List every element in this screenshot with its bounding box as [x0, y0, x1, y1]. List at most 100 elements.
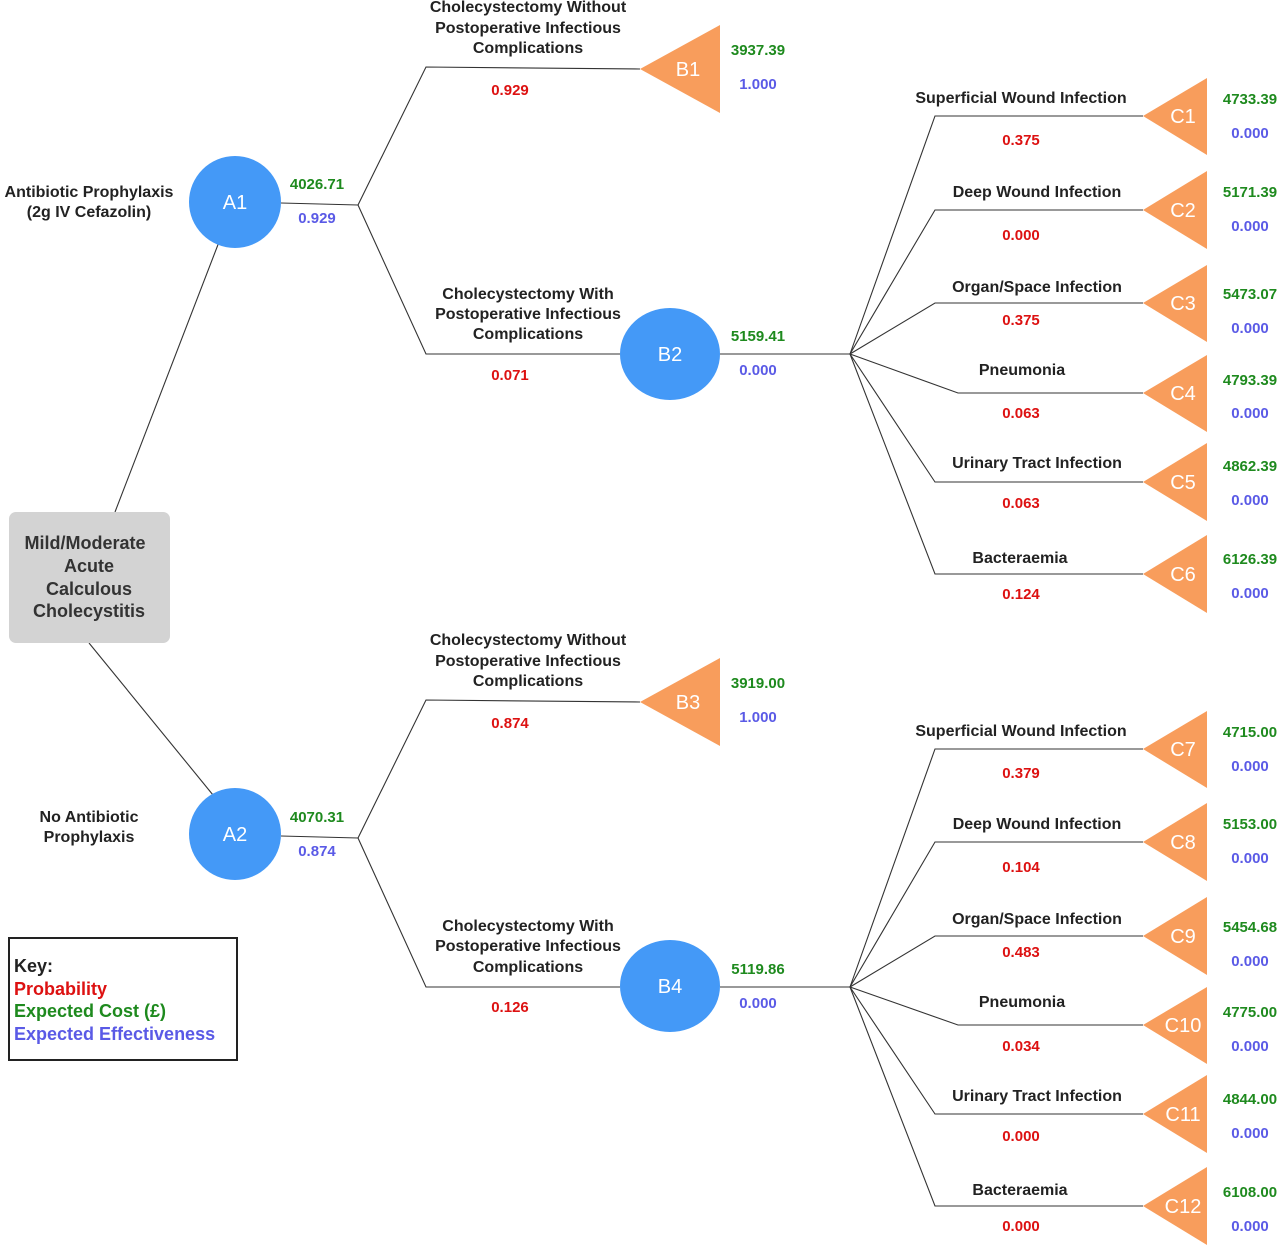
expected-cost: 4733.39 [1223, 91, 1277, 108]
probability: 0.929 [491, 82, 529, 99]
expected-cost: 5473.07 [1223, 286, 1277, 303]
tree-edge [114, 241, 220, 513]
terminal-node-b1 [640, 25, 720, 113]
tree-edge [357, 204, 620, 355]
expected-cost: 5171.39 [1223, 184, 1277, 201]
expected-effectiveness: 0.000 [1231, 320, 1269, 337]
outcome-label: Pneumonia [979, 362, 1065, 379]
probability: 0.126 [491, 999, 529, 1016]
probability: 0.000 [1002, 1128, 1040, 1145]
terminal-node-c10 [1143, 987, 1207, 1064]
tree-edge [849, 841, 1143, 988]
tree-edge [849, 935, 1143, 988]
root-node: Mild/Moderate Acute Calculous Cholecysti… [9, 512, 170, 643]
probability: 0.104 [1002, 859, 1040, 876]
tree-edges [88, 66, 1143, 1207]
node-id: B3 [676, 692, 700, 714]
probability: 0.483 [1002, 944, 1040, 961]
probability: 0.375 [1002, 312, 1040, 329]
node-id: C6 [1170, 564, 1196, 586]
tree-edge [280, 835, 359, 839]
strategy-label-line: No Antibiotic [40, 809, 139, 826]
branch-label-line: Cholecystectomy Without [430, 0, 627, 16]
tree-edge [849, 353, 1143, 483]
node-id: A2 [223, 824, 247, 846]
node-id: B1 [676, 59, 700, 81]
expected-effectiveness: 1.000 [739, 76, 777, 93]
tree-edge [849, 115, 1143, 355]
probability: 0.063 [1002, 405, 1040, 422]
expected-cost: 3937.39 [731, 42, 785, 59]
node-id: C1 [1170, 106, 1196, 128]
expected-cost: 4844.00 [1223, 1091, 1277, 1108]
tree-edge [357, 837, 620, 988]
outcome-label: Deep Wound Infection [953, 184, 1122, 201]
expected-effectiveness: 0.000 [1231, 125, 1269, 142]
expected-effectiveness: 0.000 [1231, 758, 1269, 775]
branch-label-line: Postoperative Infectious [435, 20, 621, 37]
probability: 0.000 [1002, 1218, 1040, 1235]
outcome-label: Superficial Wound Infection [915, 723, 1126, 740]
expected-effectiveness: 0.000 [1231, 850, 1269, 867]
tree-edge [849, 986, 1143, 1207]
terminal-node-c9 [1143, 897, 1207, 975]
expected-cost: 4715.00 [1223, 724, 1277, 741]
terminal-node-c2 [1143, 171, 1207, 249]
expected-cost: 6108.00 [1223, 1184, 1277, 1201]
expected-effectiveness: 0.000 [739, 362, 777, 379]
tree-edge [849, 986, 1143, 1115]
key-effectiveness: Expected Effectiveness [14, 1023, 216, 1044]
expected-cost: 6126.39 [1223, 551, 1277, 568]
branch-label-line: Complications [473, 959, 583, 976]
expected-effectiveness: 0.929 [298, 210, 336, 227]
expected-cost: 3919.00 [731, 675, 785, 692]
probability: 0.071 [491, 367, 529, 384]
expected-effectiveness: 1.000 [739, 709, 777, 726]
branch-label-line: Cholecystectomy With [442, 918, 613, 935]
node-id: C7 [1170, 739, 1196, 761]
outcome-label: Urinary Tract Infection [952, 455, 1122, 472]
strategy-label-line: (2g IV Cefazolin) [27, 204, 151, 221]
tree-edge [357, 699, 641, 839]
tree-edge [849, 302, 1143, 355]
branch-label-line: Cholecystectomy With [442, 286, 613, 303]
tree-edge [849, 986, 1143, 1026]
root-label-line: Calculous [46, 579, 132, 599]
expected-cost: 4862.39 [1223, 458, 1277, 475]
expected-effectiveness: 0.000 [1231, 492, 1269, 509]
tree-edge [88, 642, 214, 796]
outcome-label: Pneumonia [979, 994, 1065, 1011]
branch-label-line: Complications [473, 673, 583, 690]
strategy-label-line: Antibiotic Prophylaxis [5, 184, 174, 201]
expected-effectiveness: 0.000 [1231, 218, 1269, 235]
expected-effectiveness: 0.000 [739, 995, 777, 1012]
expected-cost: 5454.68 [1223, 919, 1277, 936]
root-label-line: Mild/Moderate [24, 533, 145, 553]
expected-cost: 5159.41 [731, 328, 785, 345]
tree-edge [849, 353, 1143, 575]
node-id: B2 [658, 344, 682, 366]
terminal-node-c12 [1143, 1167, 1207, 1245]
node-id: C3 [1170, 293, 1196, 315]
branch-label-line: Complications [473, 326, 583, 343]
node-id: C2 [1170, 200, 1196, 222]
outcome-label: Superficial Wound Infection [915, 90, 1126, 107]
expected-cost: 4070.31 [290, 809, 344, 826]
key-cost: Expected Cost (£) [14, 1001, 167, 1021]
outcome-label: Bacteraemia [972, 1182, 1067, 1199]
terminal-node-c11 [1143, 1075, 1207, 1153]
node-id: C8 [1170, 832, 1196, 854]
root-label-line: Acute [64, 556, 114, 576]
branch-label-line: Postoperative Infectious [435, 938, 621, 955]
terminal-node-c7 [1143, 711, 1207, 788]
terminal-node-c5 [1143, 443, 1207, 521]
expected-effectiveness: 0.000 [1231, 1038, 1269, 1055]
probability: 0.375 [1002, 132, 1040, 149]
strategy-a1: Antibiotic Prophylaxis (2g IV Cefazolin)… [5, 0, 1277, 613]
terminal-node-c8 [1143, 803, 1207, 881]
probability: 0.124 [1002, 586, 1040, 603]
node-id: A1 [223, 192, 247, 214]
chance-node-a1 [189, 156, 281, 248]
legend-key: Key: Probability Expected Cost (£) Expec… [8, 937, 238, 1061]
expected-cost: 5153.00 [1223, 816, 1277, 833]
